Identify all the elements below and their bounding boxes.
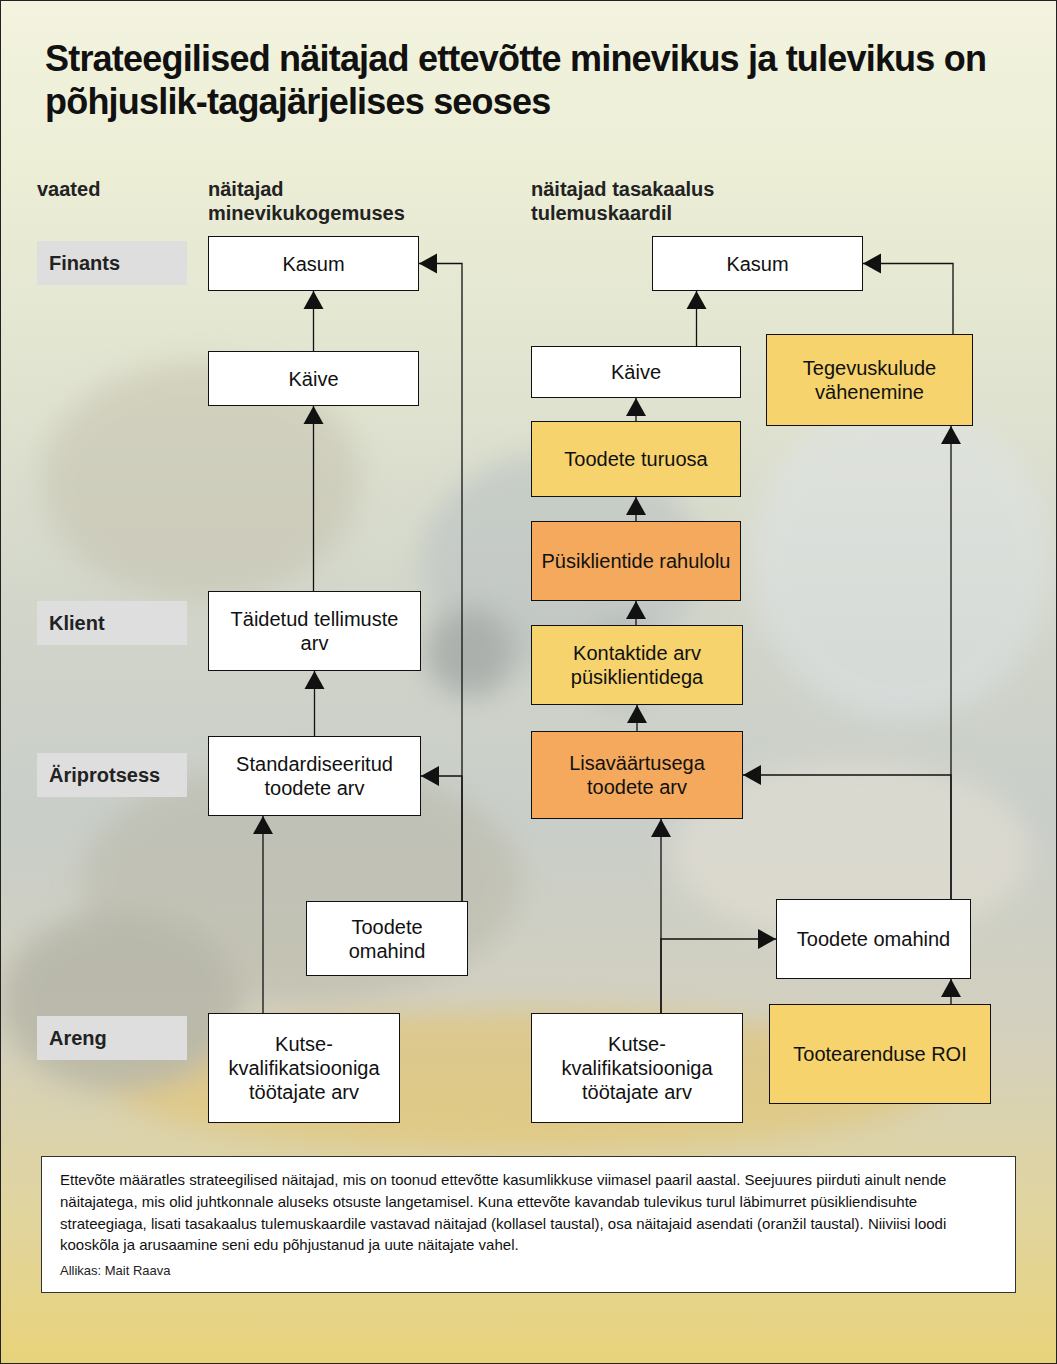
- connector-line: [313, 406, 314, 591]
- column-header: näitajad tasakaalus tulemuskaardil: [531, 177, 831, 225]
- metric-text: Toodete turuosa: [564, 447, 707, 471]
- connector-line: [421, 776, 462, 901]
- metric-box: Täidetud tellimuste arv: [208, 591, 421, 671]
- metric-box: Käive: [208, 351, 419, 406]
- arrow-head: [758, 929, 776, 949]
- metric-text: Kasum: [726, 252, 788, 276]
- diagram-title: Strateegilised näitajad ettevõtte minevi…: [45, 37, 1045, 123]
- arrow-head: [421, 766, 439, 786]
- metric-text: Klient: [49, 611, 105, 635]
- connector-line: [262, 816, 263, 1013]
- perspective-label: Äriprotsess: [37, 753, 187, 797]
- metric-text: Lisaväärtusega toodete arv: [540, 751, 734, 799]
- metric-box: Kasum: [208, 236, 419, 291]
- metric-text: Toodete omahind: [797, 927, 950, 951]
- connector-arrow: [304, 406, 324, 591]
- metric-text: Tegevuskulude vähenemine: [775, 356, 964, 404]
- metric-text: Äriprotsess: [49, 763, 160, 787]
- connector-line: [863, 264, 953, 335]
- connector-line: [419, 264, 462, 902]
- metric-box: Toodete omahind: [776, 899, 971, 979]
- connector-arrow: [687, 291, 707, 346]
- arrow-head: [863, 254, 881, 274]
- arrow-head: [626, 601, 646, 619]
- arrow-head: [651, 819, 671, 837]
- connector-arrow: [419, 254, 462, 902]
- connector-arrow: [743, 765, 951, 899]
- connector-line: [743, 775, 951, 899]
- arrow-head: [941, 979, 961, 997]
- added-metric-box: Kontaktide arv püsiklientidega: [531, 625, 743, 705]
- metric-box: Käive: [531, 346, 741, 398]
- connector-arrow: [421, 766, 462, 901]
- arrow-head: [941, 426, 961, 444]
- connector-arrow: [627, 705, 647, 731]
- arrow-head: [626, 398, 646, 416]
- connector-arrow: [626, 497, 646, 521]
- caption-box: Ettevõte määratles strateegilised näitaj…: [41, 1156, 1016, 1293]
- arrow-head: [304, 406, 324, 424]
- connector-arrow: [304, 291, 324, 351]
- column-header: näitajad minevikukogemuses: [208, 177, 428, 225]
- column-header: vaated: [37, 177, 177, 201]
- perspective-label: Areng: [37, 1016, 187, 1060]
- metric-text: Finants: [49, 251, 120, 275]
- connector-arrow: [626, 398, 646, 421]
- perspective-label: Finants: [37, 241, 187, 285]
- added-metric-box: Tootearenduse ROI: [769, 1004, 991, 1104]
- connector-arrow: [863, 254, 953, 335]
- metric-text: Areng: [49, 1026, 107, 1050]
- connector-arrow: [661, 929, 776, 1013]
- metric-text: Standardiseeritud toodete arv: [217, 752, 412, 800]
- metric-text: Kontaktide arv püsiklientidega: [540, 641, 734, 689]
- metric-box: Kutse- kvalifikatsiooniga töötajate arv: [531, 1013, 743, 1123]
- added-metric-box: Tegevuskulude vähenemine: [766, 334, 973, 426]
- connector-arrow: [253, 816, 273, 1013]
- metric-box: Kasum: [652, 236, 863, 291]
- arrow-head: [305, 671, 325, 689]
- caption-text: Ettevõte määratles strateegilised näitaj…: [60, 1169, 997, 1256]
- metric-text: Kasum: [282, 252, 344, 276]
- connector-arrow: [305, 671, 325, 736]
- arrow-head: [304, 291, 324, 309]
- connector-line: [661, 939, 776, 1013]
- added-metric-box: Toodete turuosa: [531, 421, 741, 497]
- replaced-metric-box: Lisaväärtusega toodete arv: [531, 731, 743, 819]
- metric-box: Kutse- kvalifikatsiooniga töötajate arv: [208, 1013, 400, 1123]
- perspective-label: Klient: [37, 601, 187, 645]
- metric-text: Kutse- kvalifikatsiooniga töötajate arv: [540, 1032, 734, 1104]
- arrow-head: [743, 765, 761, 785]
- metric-text: Kutse- kvalifikatsiooniga töötajate arv: [217, 1032, 391, 1104]
- metric-box: Standardiseeritud toodete arv: [208, 736, 421, 816]
- metric-text: Täidetud tellimuste arv: [217, 607, 412, 655]
- replaced-metric-box: Püsiklientide rahulolu: [531, 521, 741, 601]
- arrow-head: [253, 816, 273, 834]
- connector-arrow: [626, 601, 646, 625]
- metric-text: Käive: [611, 360, 661, 384]
- metric-text: Toodete omahind: [315, 915, 459, 963]
- metric-text: Tootearenduse ROI: [793, 1042, 966, 1066]
- metric-text: Käive: [288, 367, 338, 391]
- arrow-head: [626, 497, 646, 515]
- metric-text: Püsiklientide rahulolu: [541, 549, 730, 573]
- arrow-head: [627, 705, 647, 723]
- arrow-head: [419, 254, 437, 274]
- metric-box: Toodete omahind: [306, 901, 468, 976]
- connector-arrow: [941, 979, 961, 1004]
- source-note: Allikas: Mait Raava: [60, 1262, 997, 1280]
- arrow-head: [687, 291, 707, 309]
